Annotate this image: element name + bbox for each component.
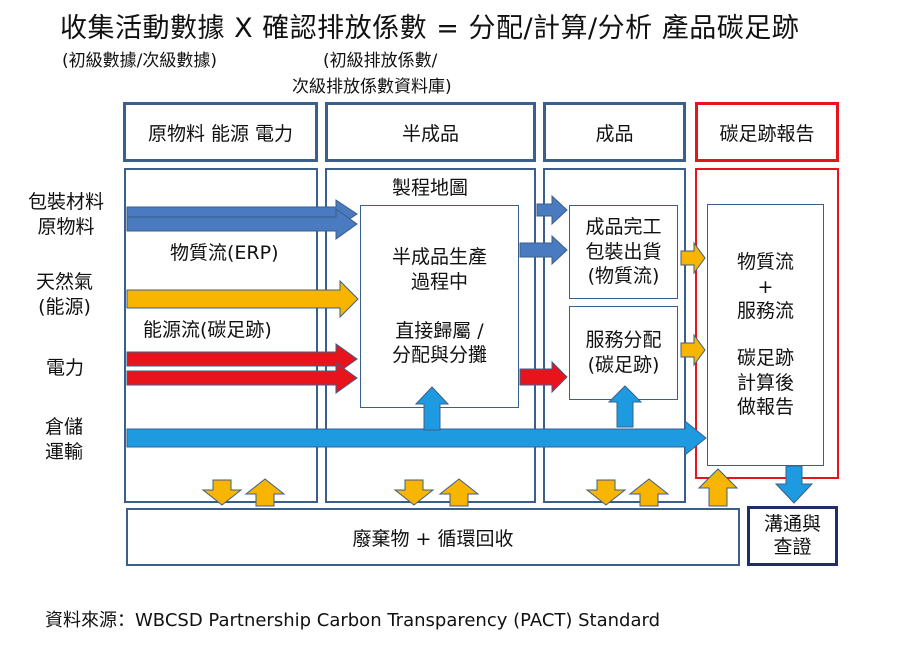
waste-down-arrow-3 <box>585 479 627 506</box>
storage-line1: 倉儲 <box>45 416 84 438</box>
process-map-label: 製程地圖 <box>392 177 469 199</box>
header-raw-label: 原物料 能源 電力 <box>147 122 294 145</box>
service-line1: 服務分配 <box>585 329 662 352</box>
report-down-arrow <box>774 465 814 504</box>
header-report-label: 碳足跡報告 <box>719 122 815 145</box>
input-storage-transport: 倉儲 運輸 <box>45 415 83 464</box>
product-arrow-2 <box>519 234 568 266</box>
electricity-arrow-3 <box>519 360 568 394</box>
input-electricity: 電力 <box>46 357 85 379</box>
waste-label: 廢棄物 + 循環回收 <box>352 527 514 550</box>
gas-arrow <box>126 279 359 319</box>
service-up-arrow <box>607 385 643 428</box>
semi-up-arrow <box>414 386 450 431</box>
report-line5: 計算後 <box>736 371 794 394</box>
finished-to-report-arrow <box>680 241 706 275</box>
communicate-line1: 溝通與 <box>763 513 821 536</box>
gas-line1: 天然氣 <box>36 271 94 293</box>
waste-up-arrow-2 <box>438 478 480 507</box>
semi-process-line3: 直接歸屬 / <box>395 319 484 342</box>
semi-process-line4: 分配與分攤 <box>391 344 487 367</box>
storage-arrow <box>126 419 707 457</box>
source-note: 資料來源：WBCSD Partnership Carbon Transparen… <box>45 610 661 631</box>
electricity-arrow-1 <box>126 343 358 375</box>
report-line6: 做報告 <box>736 396 794 419</box>
input-natural-gas: 天然氣 (能源) <box>36 270 93 319</box>
finished-line2: 包裝出貨 <box>585 240 662 263</box>
finished-goods-box: 成品完工 包裝出貨 (物質流) <box>569 205 678 299</box>
page-title: 收集活動數據 X 確認排放係數 = 分配/計算/分析 產品碳足跡 <box>60 13 800 44</box>
semi-process-line1: 半成品生產 <box>391 246 487 269</box>
electricity-arrow-2 <box>126 362 358 394</box>
gas-line2: (能源) <box>38 295 91 318</box>
report-line2: + <box>757 275 774 298</box>
waste-up-arrow-4 <box>697 468 739 507</box>
report-line1: 物質流 <box>736 250 794 273</box>
storage-line2: 運輸 <box>45 440 84 463</box>
waste-up-arrow-1 <box>244 478 286 507</box>
packaging-line1: 包裝材料 <box>28 191 105 213</box>
emission-factor-subtitle-2: 次級排放係數資料庫) <box>292 77 452 97</box>
input-packaging: 包裝材料 原物料 <box>28 190 104 239</box>
finished-line1: 成品完工 <box>585 215 662 238</box>
waste-up-arrow-3 <box>628 478 670 507</box>
header-raw-materials: 原物料 能源 電力 <box>123 102 318 162</box>
energy-flow-label: 能源流(碳足跡) <box>143 319 272 341</box>
header-semi-finished: 半成品 <box>325 102 536 162</box>
semi-process-line2: 過程中 <box>410 270 468 293</box>
service-to-report-arrow <box>680 333 706 367</box>
waste-recycling-box: 廢棄物 + 循環回收 <box>126 508 740 566</box>
header-product-label: 成品 <box>595 122 634 145</box>
service-line2: (碳足跡) <box>587 354 660 376</box>
waste-down-arrow-1 <box>201 479 243 506</box>
waste-down-arrow-2 <box>393 479 435 506</box>
activity-data-subtitle: (初級數據/次級數據) <box>62 51 217 71</box>
service-allocation-box: 服務分配 (碳足跡) <box>569 306 678 400</box>
finished-line3: (物質流) <box>587 265 660 288</box>
report-box: 物質流 + 服務流 碳足跡 計算後 做報告 <box>707 204 824 466</box>
packaging-line2: 原物料 <box>37 215 95 238</box>
header-product: 成品 <box>543 102 686 162</box>
product-arrow-1 <box>536 194 568 226</box>
header-carbon-report: 碳足跡報告 <box>695 102 839 162</box>
header-semi-label: 半成品 <box>401 122 459 145</box>
semi-process-box: 半成品生產 過程中 直接歸屬 / 分配與分攤 <box>360 205 519 408</box>
material-arrow-2 <box>126 208 358 240</box>
report-line3: 服務流 <box>736 300 794 323</box>
communicate-line2: 查證 <box>773 536 812 558</box>
report-line4: 碳足跡 <box>736 347 794 369</box>
communication-box: 溝通與 查證 <box>747 506 838 566</box>
emission-factor-subtitle-1: (初級排放係數/ <box>323 51 438 71</box>
material-flow-label: 物質流(ERP) <box>170 242 279 264</box>
